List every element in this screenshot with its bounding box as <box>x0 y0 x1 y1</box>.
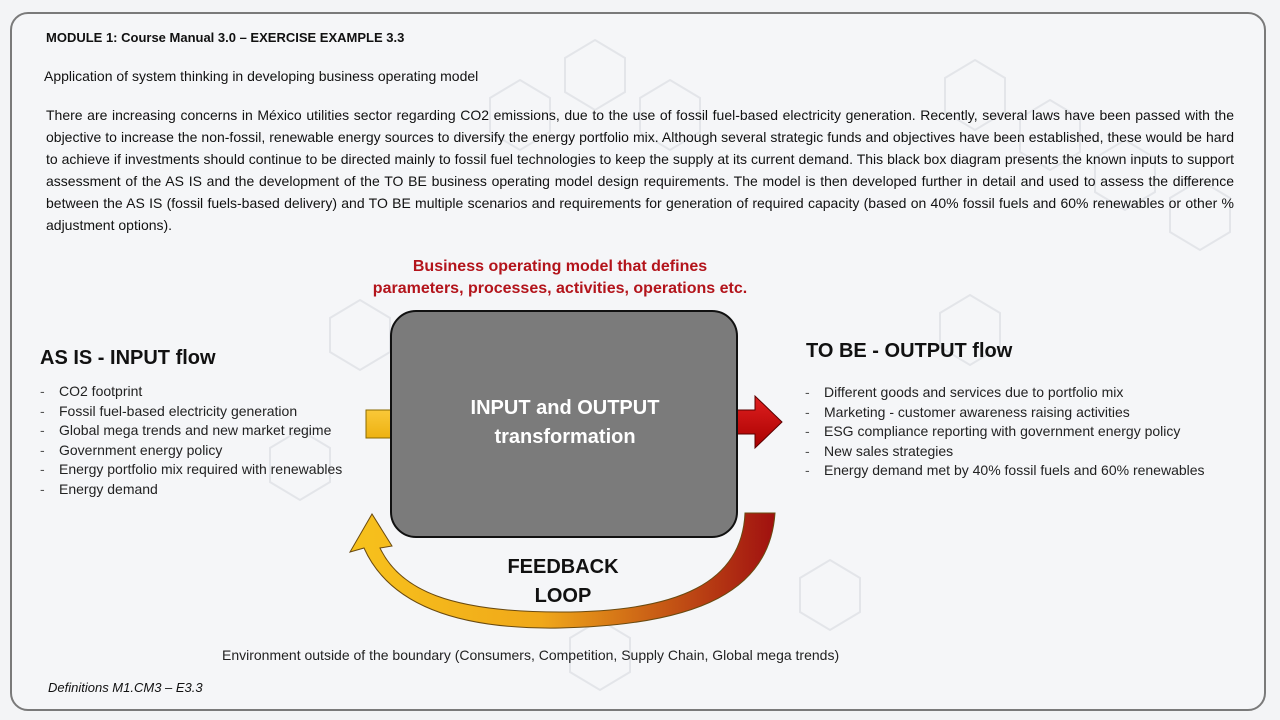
black-box <box>390 310 738 538</box>
list-item: Marketing - customer awareness raising a… <box>805 403 1205 423</box>
business-model-label: Business operating model that defines pa… <box>340 256 780 300</box>
input-flow-title: AS IS - INPUT flow <box>40 347 216 369</box>
description-paragraph: There are increasing concerns in México … <box>46 107 1234 233</box>
list-item: ESG compliance reporting with government… <box>805 422 1205 442</box>
list-item: CO2 footprint <box>40 382 342 402</box>
list-item: Different goods and services due to port… <box>805 383 1205 403</box>
output-flow-title: TO BE - OUTPUT flow <box>806 340 1013 362</box>
black-box-label-line2: transformation <box>494 426 636 448</box>
feedback-loop-label-line1: FEEDBACK <box>507 556 619 578</box>
feedback-loop-label: FEEDBACK LOOP <box>496 553 630 611</box>
list-item: Government energy policy <box>40 441 342 461</box>
black-box-label-line1: INPUT and OUTPUT <box>470 397 660 419</box>
list-item: Global mega trends and new market regime <box>40 421 342 441</box>
list-item: New sales strategies <box>805 442 1205 462</box>
list-item: Fossil fuel-based electricity generation <box>40 402 342 422</box>
list-item: Energy portfolio mix required with renew… <box>40 460 342 480</box>
definitions-reference: Definitions M1.CM3 – E3.3 <box>48 680 203 695</box>
page-title: MODULE 1: Course Manual 3.0 – EXERCISE E… <box>46 30 405 45</box>
business-model-label-line1: Business operating model that defines <box>412 258 708 275</box>
feedback-loop-label-line2: LOOP <box>534 585 592 607</box>
environment-boundary-label: Environment outside of the boundary (Con… <box>222 647 840 663</box>
business-model-label-line2: parameters, processes, activities, opera… <box>372 280 748 297</box>
feedback-loop-arrow <box>348 512 776 629</box>
input-flow-list: CO2 footprint Fossil fuel-based electric… <box>40 382 342 499</box>
list-item: Energy demand met by 40% fossil fuels an… <box>805 461 1205 481</box>
output-flow-list: Different goods and services due to port… <box>805 383 1205 481</box>
page-subtitle: Application of system thinking in develo… <box>44 68 479 84</box>
black-box-label: INPUT and OUTPUT transformation <box>420 394 710 452</box>
list-item: Energy demand <box>40 480 342 500</box>
